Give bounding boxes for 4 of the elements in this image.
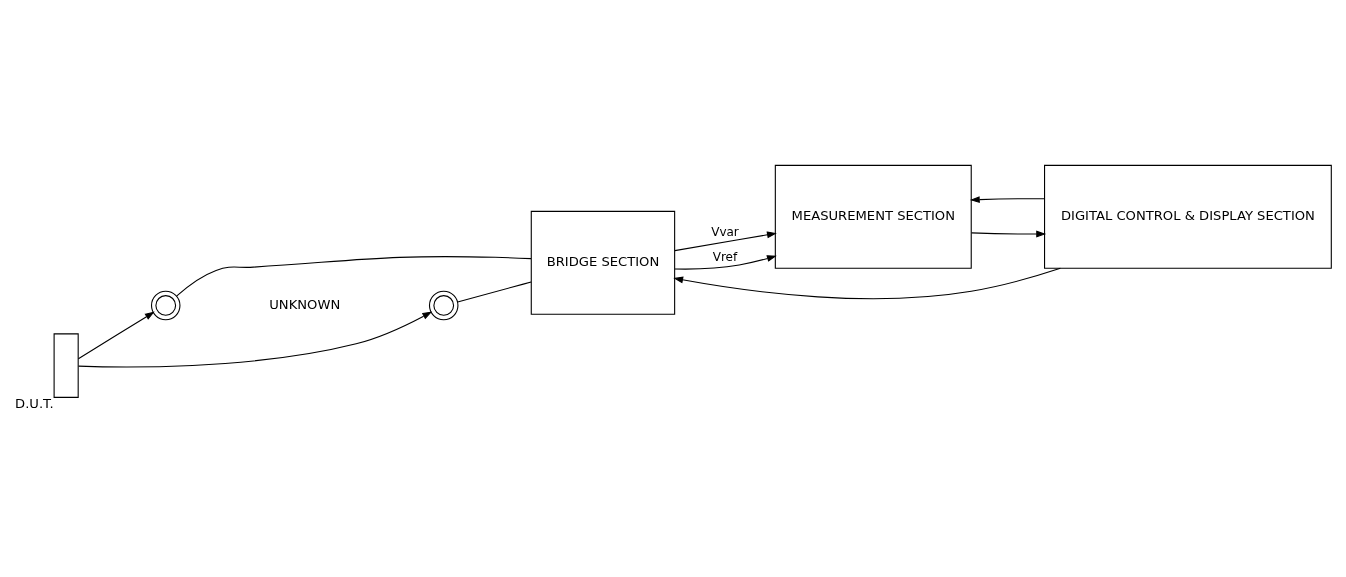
edge-label: Vvar <box>711 225 739 240</box>
edge-label: Vref <box>712 250 738 265</box>
label: UNKNOWN <box>269 296 341 312</box>
node-label: D.U.T. <box>15 395 54 411</box>
